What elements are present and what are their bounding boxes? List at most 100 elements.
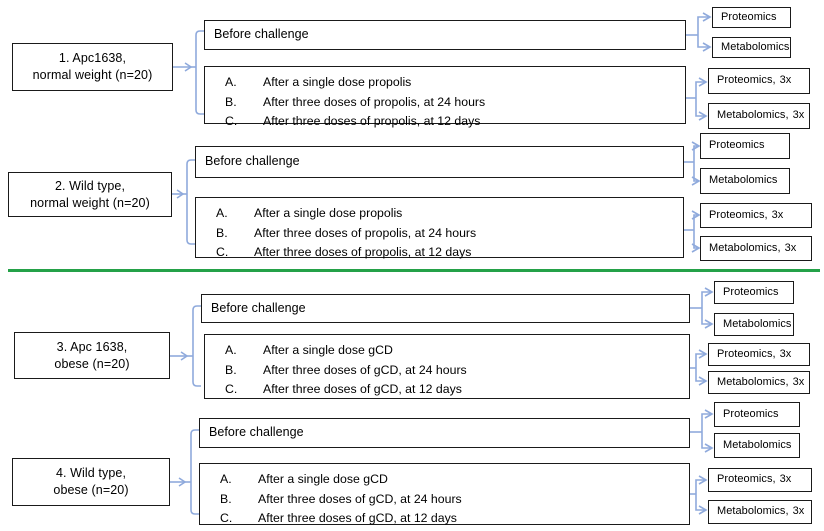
assay-box-challenge-metabolomics-3[interactable]: Metabolomics, 3x	[708, 371, 810, 394]
cohort-2-line1: 2. Wild type,	[54, 178, 126, 193]
list-marker: C.	[220, 511, 233, 526]
assay-replicates: 3x	[779, 347, 792, 360]
assay-box-challenge-metabolomics-4[interactable]: Metabolomics, 3x	[708, 500, 812, 524]
assay-label: Proteomics	[723, 407, 779, 420]
cohort-box-4[interactable]: 4. Wild type, obese (n=20)	[12, 458, 170, 506]
list-marker: B.	[216, 225, 228, 240]
challenge-box-2[interactable]: A. After a single dose propolis B. After…	[195, 197, 684, 259]
list-marker: A.	[220, 472, 232, 486]
list-text: After three doses of gCD, at 24 hours	[258, 491, 462, 506]
assay-replicates: 3x	[784, 241, 797, 254]
assay-box-baseline-metabolomics-3[interactable]: Metabolomics	[714, 313, 794, 336]
list-item: B. After three doses of propolis, at 24 …	[196, 224, 683, 244]
assay-label: Proteomics	[721, 10, 777, 23]
list-marker: A.	[225, 343, 237, 357]
list-item: A. After a single dose propolis	[196, 204, 683, 224]
assay-box-baseline-proteomics-3[interactable]: Proteomics	[714, 281, 794, 304]
list-marker: C.	[225, 114, 238, 129]
list-marker: C.	[216, 245, 229, 260]
list-text: After three doses of propolis, at 12 day…	[254, 245, 472, 260]
list-marker: A.	[216, 206, 228, 220]
list-marker: C.	[225, 382, 238, 397]
assay-label: Metabolomics	[721, 40, 790, 53]
list-text: After a single dose gCD	[258, 472, 388, 486]
challenge-box-4[interactable]: A. After a single dose gCD B. After thre…	[199, 463, 690, 525]
cohort-box-3[interactable]: 3. Apc 1638, obese (n=20)	[14, 332, 170, 379]
assay-box-baseline-metabolomics-1[interactable]: Metabolomics	[712, 37, 791, 58]
list-text: After three doses of gCD, at 24 hours	[263, 362, 467, 377]
cohort-1-line1: 1. Apc1638,	[58, 51, 127, 66]
assay-replicates: 3x	[792, 505, 805, 518]
cohort-1-line2: normal weight (n=20)	[32, 68, 153, 82]
assay-box-challenge-proteomics-2[interactable]: Proteomics, 3x	[700, 203, 812, 228]
cohort-2-line2: normal weight (n=20)	[30, 195, 150, 210]
challenge-box-1[interactable]: A. After a single dose propolis B. After…	[204, 66, 686, 128]
baseline-box-2[interactable]: Before challenge	[195, 146, 684, 178]
assay-box-challenge-proteomics-1[interactable]: Proteomics, 3x	[708, 68, 810, 94]
baseline-box-3[interactable]: Before challenge	[201, 294, 690, 323]
assay-replicates: 3x	[779, 74, 792, 87]
baseline-label-2: Before challenge	[205, 154, 300, 169]
assay-box-baseline-metabolomics-4[interactable]: Metabolomics	[714, 433, 800, 458]
list-marker: A.	[225, 75, 237, 89]
list-text: After three doses of gCD, at 12 days	[263, 382, 462, 397]
assay-label: Metabolomics,	[709, 241, 781, 254]
list-item: B. After three doses of gCD, at 24 hours	[200, 490, 689, 510]
list-item: C. After three doses of gCD, at 12 days	[200, 509, 689, 529]
baseline-box-4[interactable]: Before challenge	[199, 418, 690, 448]
assay-label: Proteomics	[723, 285, 779, 298]
assay-replicates: 3x	[792, 375, 805, 388]
list-text: After a single dose propolis	[254, 206, 403, 220]
list-text: After three doses of gCD, at 12 days	[258, 511, 457, 526]
list-item: B. After three doses of gCD, at 24 hours	[205, 361, 689, 381]
assay-label: Proteomics,	[717, 473, 776, 486]
assay-box-challenge-proteomics-4[interactable]: Proteomics, 3x	[708, 468, 812, 492]
assay-label: Metabolomics	[709, 174, 778, 187]
cohort-4-line1: 4. Wild type,	[55, 466, 127, 481]
list-text: After three doses of propolis, at 24 hou…	[254, 225, 477, 240]
assay-label: Proteomics,	[709, 208, 768, 221]
list-item: A. After a single dose gCD	[200, 470, 689, 490]
list-text: After three doses of propolis, at 12 day…	[263, 114, 481, 129]
list-marker: B.	[225, 362, 237, 377]
cohort-3-line1: 3. Apc 1638,	[56, 339, 128, 354]
list-marker: B.	[220, 491, 232, 506]
assay-box-baseline-proteomics-1[interactable]: Proteomics	[712, 7, 791, 28]
section-divider	[8, 269, 820, 272]
assay-label: Metabolomics	[723, 438, 792, 451]
list-item: B. After three doses of propolis, at 24 …	[205, 93, 685, 113]
assay-box-baseline-proteomics-2[interactable]: Proteomics	[700, 133, 790, 159]
list-item: A. After a single dose gCD	[205, 341, 689, 361]
assay-label: Metabolomics,	[717, 375, 789, 388]
assay-box-challenge-metabolomics-1[interactable]: Metabolomics, 3x	[708, 103, 810, 129]
list-text: After three doses of propolis, at 24 hou…	[263, 94, 486, 109]
list-item: C. After three doses of gCD, at 12 days	[205, 380, 689, 400]
cohort-box-2[interactable]: 2. Wild type, normal weight (n=20)	[8, 172, 172, 217]
assay-box-challenge-metabolomics-2[interactable]: Metabolomics, 3x	[700, 236, 812, 261]
baseline-label-1: Before challenge	[214, 27, 309, 42]
assay-box-baseline-metabolomics-2[interactable]: Metabolomics	[700, 168, 790, 194]
challenge-box-3[interactable]: A. After a single dose gCD B. After thre…	[204, 334, 690, 399]
assay-replicates: 3x	[792, 109, 805, 122]
assay-replicates: 3x	[779, 473, 792, 486]
baseline-box-1[interactable]: Before challenge	[204, 20, 686, 50]
assay-label: Metabolomics,	[717, 505, 789, 518]
assay-label: Proteomics	[709, 139, 765, 152]
assay-box-baseline-proteomics-4[interactable]: Proteomics	[714, 402, 800, 427]
cohort-4-line2: obese (n=20)	[53, 483, 129, 497]
list-item: C. After three doses of propolis, at 12 …	[196, 243, 683, 263]
cohort-box-1[interactable]: 1. Apc1638, normal weight (n=20)	[12, 43, 173, 91]
list-item: C. After three doses of propolis, at 12 …	[205, 112, 685, 132]
assay-label: Proteomics,	[717, 347, 776, 360]
list-marker: B.	[225, 94, 237, 109]
assay-replicates: 3x	[771, 208, 784, 221]
assay-label: Metabolomics	[723, 317, 792, 330]
assay-box-challenge-proteomics-3[interactable]: Proteomics, 3x	[708, 343, 810, 366]
baseline-label-4: Before challenge	[209, 425, 304, 440]
baseline-label-3: Before challenge	[211, 300, 306, 315]
assay-label: Metabolomics,	[717, 109, 789, 122]
assay-label: Proteomics,	[717, 74, 776, 87]
list-text: After a single dose gCD	[263, 343, 393, 357]
list-text: After a single dose propolis	[263, 75, 412, 89]
